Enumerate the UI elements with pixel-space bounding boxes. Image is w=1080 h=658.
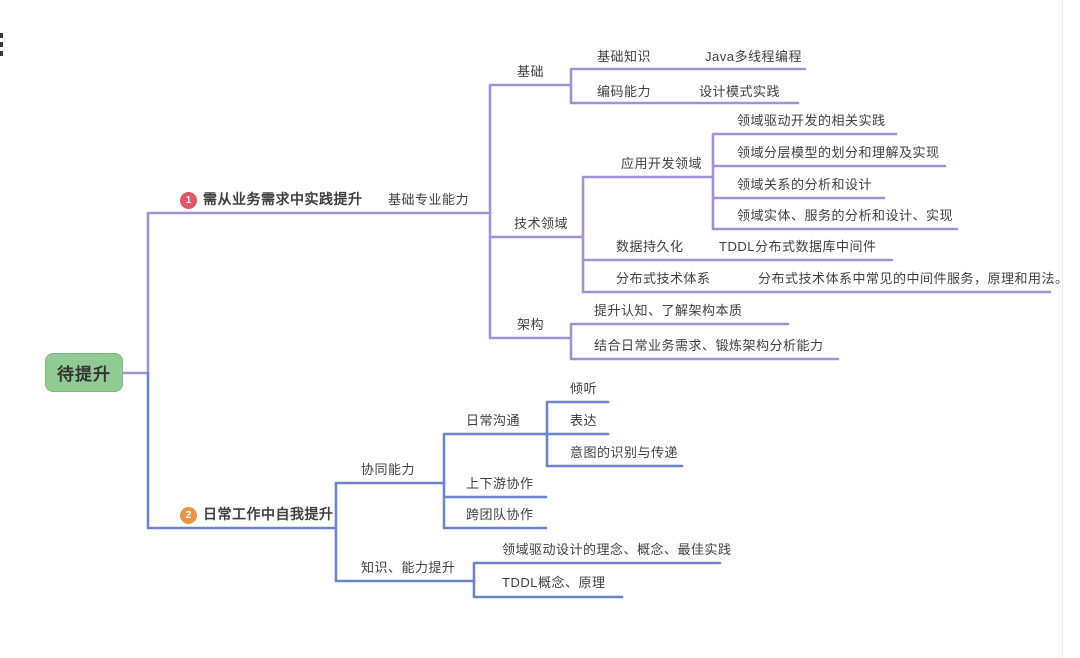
node-cross-team-collab[interactable]: 跨团队协作 — [466, 507, 534, 522]
node-basic[interactable]: 基础 — [517, 64, 545, 79]
priority-1-badge: 1 — [180, 192, 197, 209]
node-self-improvement-daily-work[interactable]: 日常工作中自我提升 — [203, 506, 334, 522]
node-domain-relation-analysis[interactable]: 领域关系的分析和设计 — [737, 177, 873, 192]
node-distributed-middleware-desc[interactable]: 分布式技术体系中常见的中间件服务，原理和用法。 — [758, 271, 1069, 286]
node-ddd-related-practice[interactable]: 领域驱动开发的相关实践 — [737, 113, 886, 128]
list-menu-icon[interactable] — [0, 33, 4, 60]
node-intent-recognition[interactable]: 意图的识别与传递 — [570, 445, 679, 460]
node-listening[interactable]: 倾听 — [570, 381, 598, 396]
node-ddd-concepts-best-practice[interactable]: 领域驱动设计的理念、概念、最佳实践 — [502, 542, 732, 557]
node-root[interactable]: 待提升 — [45, 353, 123, 392]
node-java-multithreading[interactable]: Java多线程编程 — [705, 49, 802, 64]
node-daily-communication[interactable]: 日常沟通 — [466, 413, 521, 428]
node-design-pattern-practice[interactable]: 设计模式实践 — [699, 84, 781, 99]
node-data-persistence[interactable]: 数据持久化 — [616, 239, 684, 254]
node-expression[interactable]: 表达 — [570, 413, 598, 428]
node-upstream-downstream-collab[interactable]: 上下游协作 — [466, 476, 534, 491]
node-practice-from-business[interactable]: 需从业务需求中实践提升 — [203, 191, 363, 207]
node-domain-layering-model[interactable]: 领域分层模型的划分和理解及实现 — [737, 145, 940, 160]
node-collaboration-ability[interactable]: 协同能力 — [361, 462, 416, 477]
priority-2-badge: 2 — [180, 507, 197, 524]
canvas-right-edge — [1062, 0, 1063, 658]
node-distributed-tech-system[interactable]: 分布式技术体系 — [616, 271, 711, 286]
node-knowledge-ability-improve[interactable]: 知识、能力提升 — [361, 560, 456, 575]
node-domain-entity-service[interactable]: 领域实体、服务的分析和设计、实现 — [737, 208, 954, 223]
node-coding-ability[interactable]: 编码能力 — [597, 84, 652, 99]
node-tddl-middleware[interactable]: TDDL分布式数据库中间件 — [719, 239, 877, 254]
node-basic-professional-ability[interactable]: 基础专业能力 — [388, 192, 470, 207]
node-arch-analysis-ability[interactable]: 结合日常业务需求、锻炼架构分析能力 — [594, 338, 824, 353]
node-basic-knowledge[interactable]: 基础知识 — [597, 49, 652, 64]
node-architecture[interactable]: 架构 — [517, 317, 545, 332]
node-arch-cognition[interactable]: 提升认知、了解架构本质 — [594, 303, 743, 318]
node-tech-domain[interactable]: 技术领域 — [514, 216, 569, 231]
node-app-dev-domain[interactable]: 应用开发领域 — [621, 156, 703, 171]
node-tddl-concepts-principles[interactable]: TDDL概念、原理 — [502, 575, 606, 590]
